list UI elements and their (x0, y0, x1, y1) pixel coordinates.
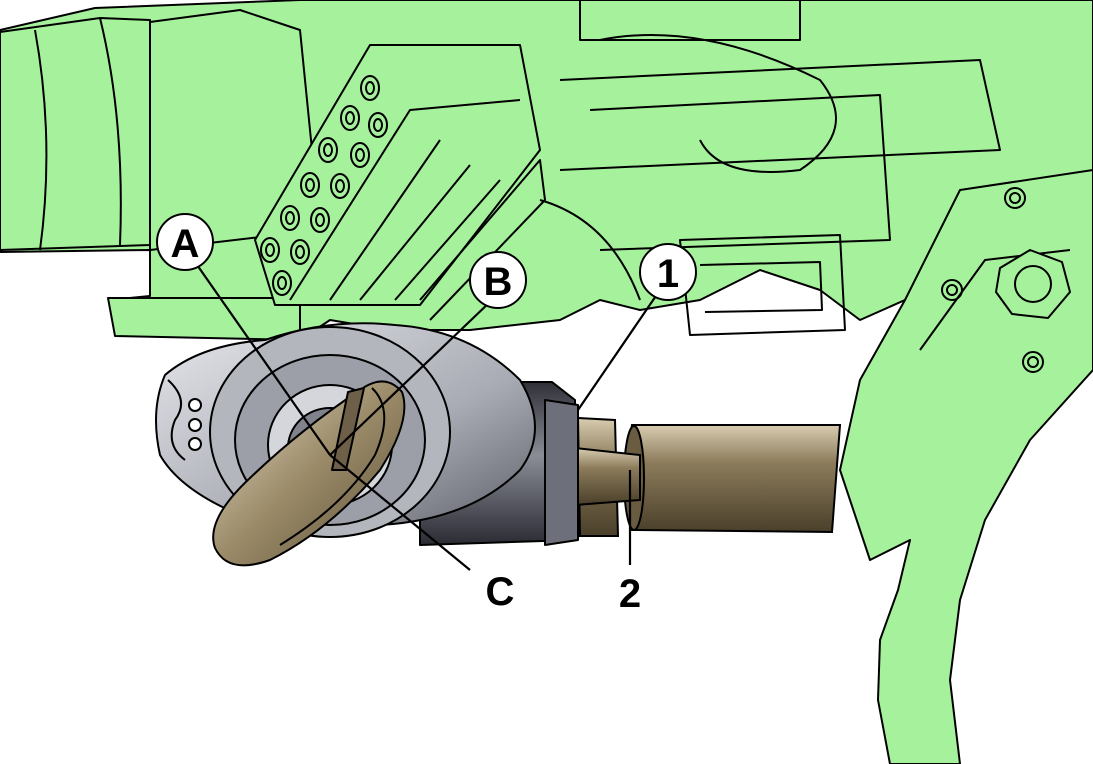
callout-2-badge (603, 565, 657, 619)
leader-1 (577, 289, 661, 411)
housing-ridge-2 (589, 94, 891, 251)
callout-a: A (156, 213, 214, 271)
lock-dot (188, 418, 202, 432)
callout-c-badge (471, 561, 529, 619)
lock-dot (188, 437, 202, 451)
callout-1: 1 (639, 243, 697, 301)
callout-1-label: 1 (657, 252, 679, 296)
callout-2: 2 (603, 565, 657, 619)
rod-body (626, 424, 842, 534)
callout-1-badge (639, 243, 697, 301)
leader-a (194, 261, 331, 456)
screw-hole (1004, 187, 1026, 209)
screw-hole (1022, 351, 1044, 373)
release-rod (574, 416, 842, 537)
housing-flange (107, 297, 301, 341)
bolt-icon (995, 249, 1071, 319)
housing-slot (679, 234, 846, 336)
callout-a-label: A (171, 222, 200, 266)
electrical-connector (254, 44, 546, 321)
callout-2-label: 2 (619, 572, 641, 616)
housing-ridge (559, 59, 1001, 171)
column-tube (149, 9, 321, 251)
lock-clip (544, 399, 579, 546)
callout-leaders (194, 261, 661, 571)
column-cylinder (0, 17, 151, 251)
housing-wire-channel (599, 34, 837, 173)
screw-hole (941, 279, 963, 301)
housing-cutout (539, 199, 641, 301)
leader-b (329, 299, 493, 456)
callout-b-badge (469, 251, 527, 309)
callout-c: C (471, 561, 529, 619)
key-bow (212, 380, 406, 567)
ignition-key (212, 380, 406, 567)
callout-c-label: C (486, 570, 515, 614)
callout-b-label: B (484, 260, 513, 304)
leader-c (329, 454, 471, 571)
bracket-edge (904, 169, 1093, 301)
housing-top-bar (579, 0, 801, 41)
lock-dot (188, 398, 202, 412)
callout-a-badge (156, 213, 214, 271)
key-blade-edge (331, 387, 365, 471)
column-ring-2 (34, 29, 48, 251)
connector-pins (260, 75, 388, 296)
callout-b: B (469, 251, 527, 309)
housing-slot-inner (699, 261, 823, 313)
column-ring (99, 17, 122, 246)
connector-body (254, 44, 541, 306)
